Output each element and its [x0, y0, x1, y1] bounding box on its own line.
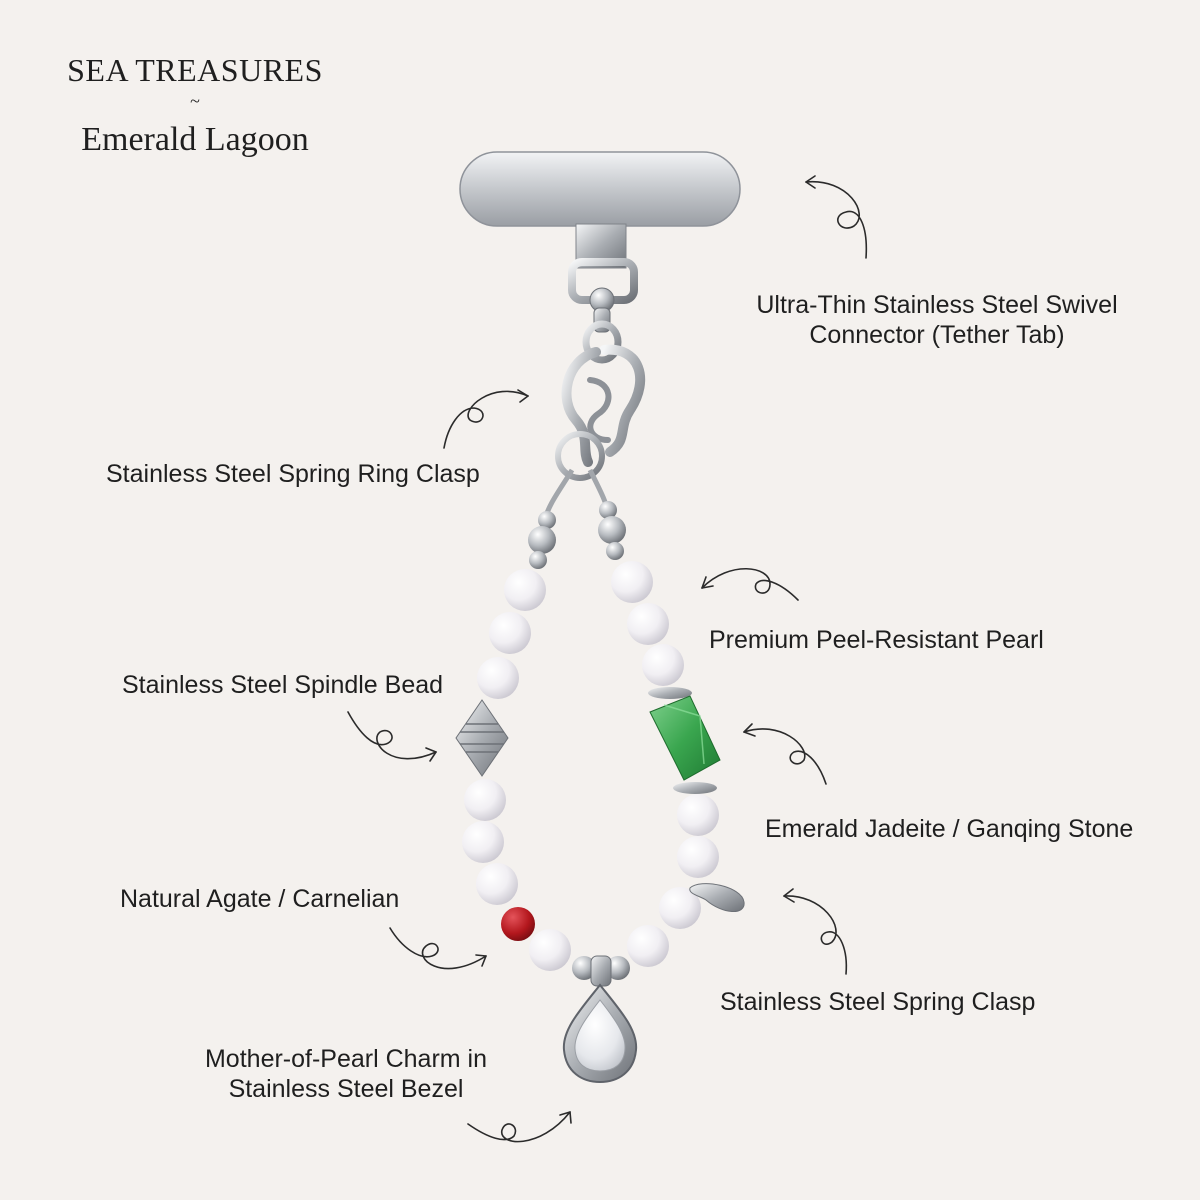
- label-connector: Ultra-Thin Stainless Steel Swivel Connec…: [748, 290, 1126, 350]
- arrow-spring-clasp: [783, 895, 848, 975]
- label-spindle-bead: Stainless Steel Spindle Bead: [122, 671, 444, 699]
- label-charm: Mother-of-Pearl Charm in Stainless Steel…: [190, 1044, 502, 1104]
- arrow-jade: [743, 728, 827, 785]
- arrow-connector: [805, 181, 868, 259]
- tether-tab: [459, 151, 741, 304]
- label-jadeite: Emerald Jadeite / Ganqing Stone: [765, 815, 1134, 843]
- arrow-charm: [467, 1111, 571, 1143]
- collection-name: Emerald Lagoon: [81, 121, 309, 158]
- brand-name: SEA TREASURES: [67, 52, 323, 88]
- mother-of-pearl-charm: [562, 983, 638, 1084]
- arrow-pearl: [701, 567, 799, 601]
- label-agate: Natural Agate / Carnelian: [120, 885, 400, 913]
- label-connector-line2: Connector (Tether Tab): [809, 321, 1065, 349]
- pearl-strand-right: [611, 561, 719, 967]
- spindle-bead: [455, 699, 509, 777]
- label-connector-line1: Ultra-Thin Stainless Steel Swivel: [756, 291, 1118, 319]
- title-separator: ~: [190, 91, 200, 111]
- jadeite-bead: [649, 695, 721, 781]
- swivel: [582, 287, 622, 364]
- agate-bead: [501, 907, 535, 941]
- arrow-spring-ring-clasp: [443, 390, 529, 449]
- title-block: SEA TREASURES ~ Emerald Lagoon: [40, 50, 350, 162]
- label-charm-line2: Stainless Steel Bezel: [228, 1075, 464, 1103]
- label-spring-clasp: Stainless Steel Spring Clasp: [720, 988, 1036, 1016]
- spring-ring-clasp: [555, 344, 646, 481]
- label-spring-ring-clasp: Stainless Steel Spring Ring Clasp: [106, 460, 480, 488]
- pearl-strand-left: [462, 569, 571, 971]
- arrow-spindle: [347, 711, 437, 760]
- arrow-agate: [389, 927, 487, 970]
- teardrop-clasp: [689, 883, 745, 912]
- label-charm-line1: Mother-of-Pearl Charm in: [204, 1045, 488, 1073]
- label-pearl: Premium Peel-Resistant Pearl: [709, 626, 1044, 654]
